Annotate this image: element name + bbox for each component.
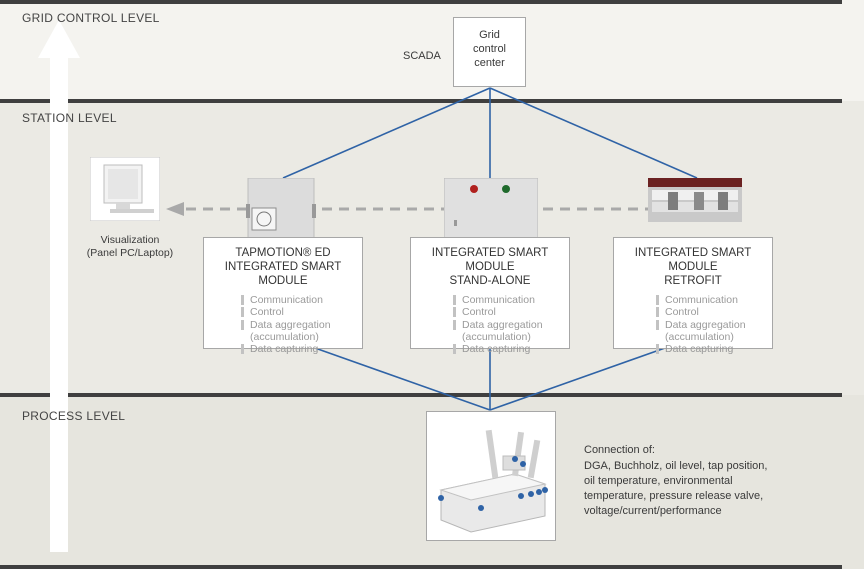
station-separator-bar bbox=[0, 99, 842, 103]
grid-control-level-label: GRID CONTROL LEVEL bbox=[22, 11, 160, 25]
link-tapmotion-to-transformer bbox=[314, 347, 491, 411]
feature-item: Control bbox=[241, 306, 362, 318]
module-box-tapmotion: TAPMOTION® ED INTEGRATED SMART MODULE Co… bbox=[203, 237, 363, 355]
feature-item: Data capturing bbox=[656, 343, 772, 355]
grid-control-center-label: Grid control center bbox=[472, 29, 507, 69]
link-grid-to-tapmotion bbox=[282, 87, 491, 179]
module-title: TAPMOTION® ED INTEGRATED SMART MODULE bbox=[224, 247, 342, 287]
transformer-box bbox=[426, 411, 556, 541]
feature-item: Communication bbox=[241, 294, 362, 306]
station-level-label: STATION LEVEL bbox=[22, 111, 117, 125]
feature-item: Communication bbox=[453, 294, 569, 306]
grid-control-center-box: Grid control center bbox=[453, 17, 526, 87]
standalone-cabinet-icon bbox=[443, 177, 539, 241]
panel-pc-icon bbox=[89, 156, 161, 222]
feature-item: Control bbox=[453, 306, 569, 318]
transformer-icon bbox=[438, 429, 548, 533]
retrofit-panel-icon bbox=[648, 178, 742, 222]
connection-body: DGA, Buchholz, oil level, tap position, … bbox=[584, 460, 768, 517]
process-separator-bar bbox=[0, 393, 842, 397]
module-feature-list: Communication Control Data aggregation (… bbox=[241, 294, 362, 355]
module-box-retrofit: INTEGRATED SMART MODULE RETROFIT Communi… bbox=[613, 237, 773, 355]
link-retrofit-to-transformer bbox=[489, 347, 666, 411]
module-feature-list: Communication Control Data aggregation (… bbox=[453, 294, 569, 355]
module-title: INTEGRATED SMART MODULE RETROFIT bbox=[634, 247, 752, 287]
dashed-arrow-head bbox=[166, 202, 184, 216]
module-box-standalone: INTEGRATED SMART MODULE STAND-ALONE Comm… bbox=[410, 237, 570, 355]
feature-item: Communication bbox=[656, 294, 772, 306]
top-bar bbox=[0, 0, 842, 4]
feature-item: Data aggregation (accumulation) bbox=[453, 319, 569, 344]
feature-item: Data aggregation (accumulation) bbox=[656, 319, 772, 344]
level-arrow bbox=[38, 20, 80, 552]
module-feature-list: Communication Control Data aggregation (… bbox=[656, 294, 772, 355]
process-level-label: PROCESS LEVEL bbox=[22, 409, 126, 423]
feature-item: Data capturing bbox=[241, 343, 362, 355]
feature-item: Data capturing bbox=[453, 343, 569, 355]
grid-control-band bbox=[0, 0, 864, 101]
scada-label: SCADA bbox=[403, 50, 441, 62]
bottom-bar bbox=[0, 565, 842, 569]
connection-heading: Connection of: bbox=[584, 444, 655, 456]
visualization-label: Visualization (Panel PC/Laptop) bbox=[86, 234, 174, 259]
feature-item: Control bbox=[656, 306, 772, 318]
link-grid-to-retrofit bbox=[489, 87, 698, 179]
module-title: INTEGRATED SMART MODULE STAND-ALONE bbox=[431, 247, 549, 287]
tapmotion-device-icon bbox=[246, 177, 316, 241]
feature-item: Data aggregation (accumulation) bbox=[241, 319, 362, 344]
